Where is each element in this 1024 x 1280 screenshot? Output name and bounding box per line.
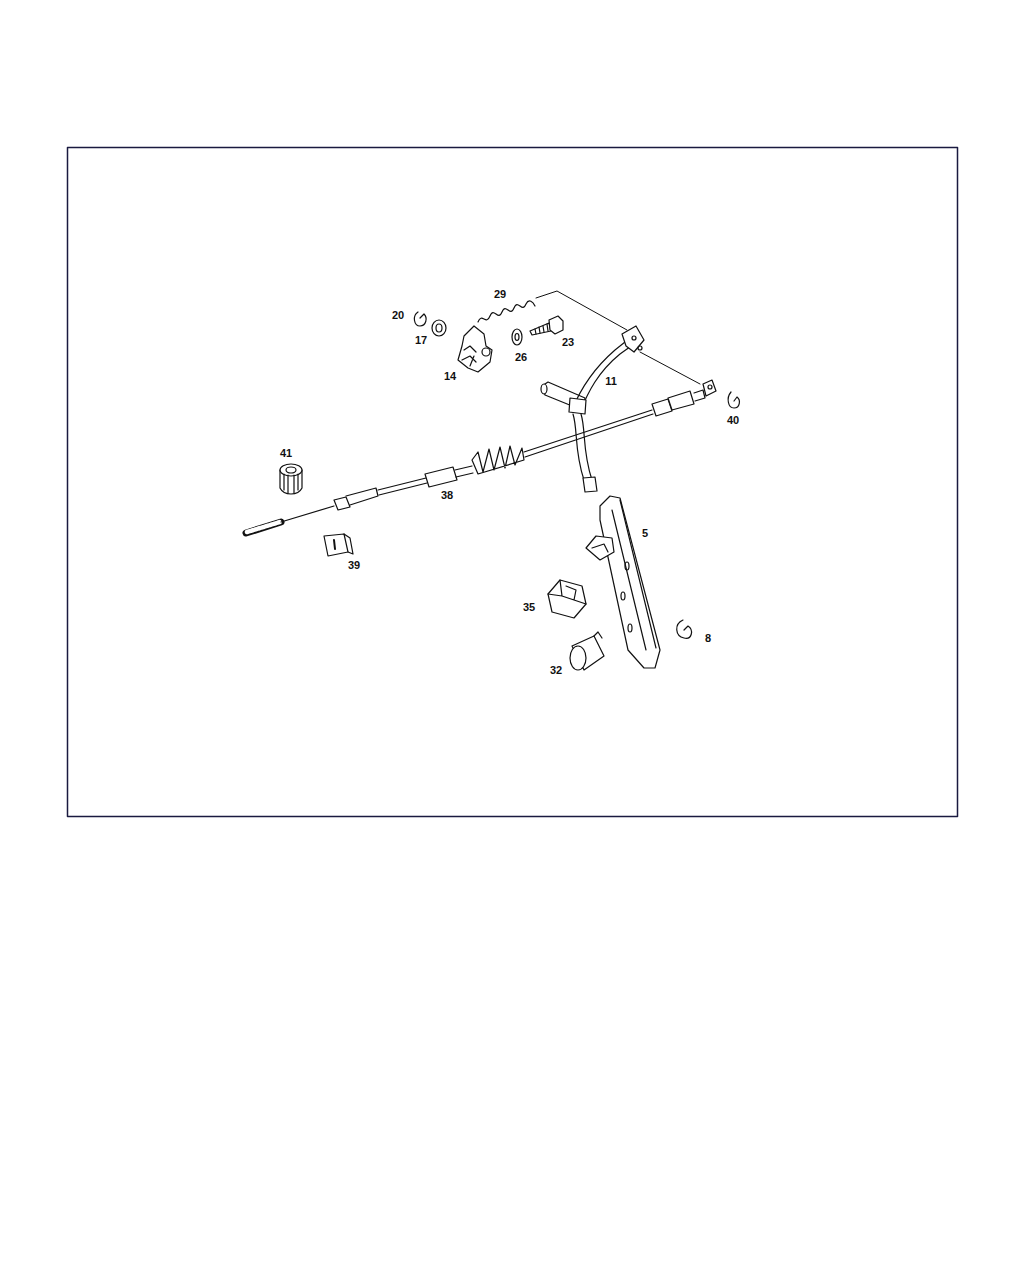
callout-number: 17 — [415, 335, 427, 346]
washer — [432, 320, 446, 336]
screw — [530, 316, 563, 335]
callout-number: 32 — [550, 665, 562, 676]
retaining-clip — [324, 534, 353, 556]
callout-number: 38 — [441, 490, 453, 501]
clip — [728, 392, 739, 408]
switch-block — [548, 580, 586, 618]
clip — [677, 620, 692, 638]
callout-number: 26 — [515, 352, 527, 363]
callout-number: 11 — [605, 376, 617, 387]
pedal-stop — [570, 632, 604, 670]
frame — [68, 148, 958, 817]
callout-number: 5 — [642, 528, 648, 539]
callout-number: 35 — [523, 602, 535, 613]
pedal-lever — [541, 326, 644, 492]
callout-number: 40 — [727, 415, 739, 426]
callout-number: 8 — [705, 633, 711, 644]
callout-number: 41 — [280, 448, 292, 459]
washer — [512, 329, 522, 345]
clip — [414, 312, 426, 326]
callout-number: 20 — [392, 310, 404, 321]
callout-number: 29 — [494, 289, 506, 300]
leader-bracket — [536, 291, 700, 384]
accelerator-cable — [246, 380, 716, 533]
spring — [478, 301, 535, 322]
callout-number: 39 — [348, 560, 360, 571]
callout-number: 14 — [444, 371, 456, 382]
bearing-bracket — [458, 326, 492, 372]
grommet — [280, 464, 302, 494]
callout-number: 23 — [562, 337, 574, 348]
